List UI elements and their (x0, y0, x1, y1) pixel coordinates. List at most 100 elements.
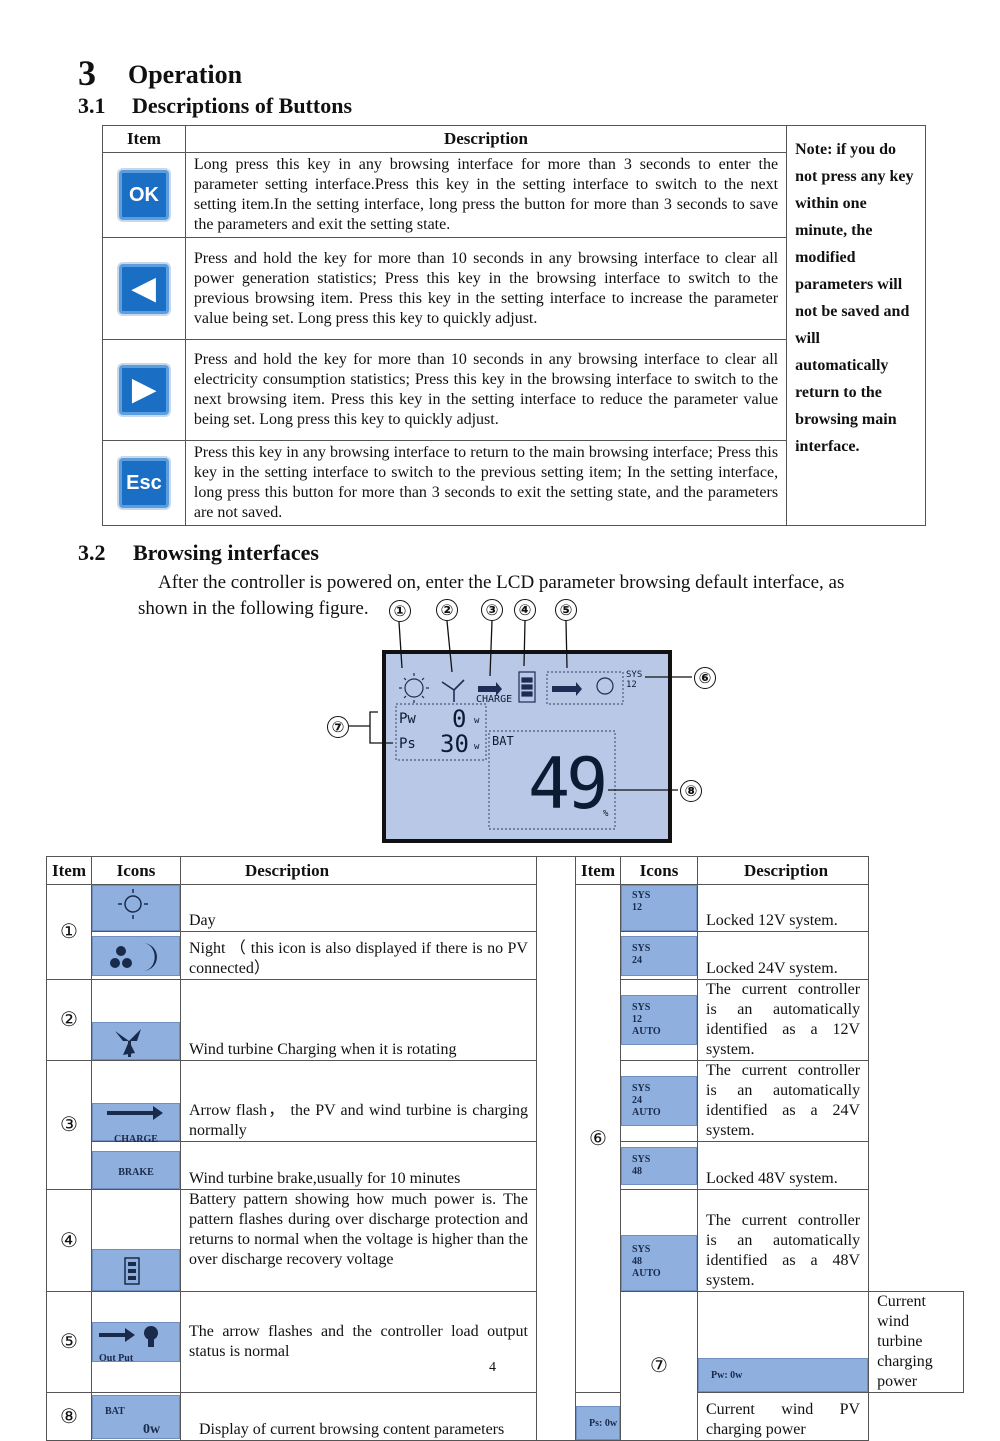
lcd-ps-value: 30 (440, 730, 469, 758)
sys-48-auto-desc: The current controller is an automatical… (696, 1189, 870, 1292)
left-key-cell: ◀ (102, 237, 186, 340)
lcd-ps-unit: w (474, 742, 480, 752)
lcd-sys-label: SYS (626, 670, 643, 680)
r-header-item: Item (575, 856, 621, 885)
sys-24-desc: Locked 24V system. (696, 931, 870, 980)
wind-turbine-icon (92, 1022, 180, 1060)
lcd-ps-label: Ps (399, 736, 416, 752)
item-3: ③ (46, 1060, 92, 1190)
subsection-number-2: 3.2 (78, 540, 106, 565)
item-6: ⑥ (575, 884, 621, 1393)
marker-6: ⑥ (694, 667, 716, 689)
ps-desc: Current wind PV charging power (696, 1392, 870, 1441)
lcd-display: CHARGE SYS 12 Pw Ps 0 30 w w BAT 49 % (382, 650, 672, 843)
r-header-icons: Icons (620, 856, 698, 885)
intro-line-1: After the controller is powered on, ente… (158, 572, 845, 593)
lcd-bat-value: 49 (528, 743, 608, 825)
lcd-pw-value: 0 (452, 705, 467, 733)
wind-turbine-desc: Wind turbine Charging when it is rotatin… (180, 979, 537, 1061)
marker-3: ③ (481, 599, 503, 621)
item-8: ⑧ (46, 1392, 92, 1441)
esc-key-desc: Press this key in any browsing interface… (184, 440, 788, 526)
ok-key-icon: OK (118, 170, 169, 220)
right-key-desc: Press and hold the key for more than 10 … (184, 339, 788, 441)
r-header-description: Description (696, 856, 870, 885)
intro-line-2: shown in the following figure. (138, 598, 369, 619)
esc-key-icon: Esc (118, 458, 169, 508)
lcd-sun-icon (404, 678, 424, 698)
right-key-cell: ▶ (102, 339, 186, 441)
right-arrow-key-icon: ▶ (118, 365, 169, 415)
night-desc: Night （ this icon is also displayed if t… (180, 931, 537, 980)
lcd-pw-unit: w (474, 716, 480, 726)
subsection-number: 3.1 (78, 93, 106, 118)
marker-1: ① (389, 600, 411, 622)
marker-4: ④ (514, 599, 536, 621)
l-header-item: Item (46, 856, 92, 885)
pw-desc: Current wind turbine charging power (868, 1291, 964, 1393)
sys-48-desc: Locked 48V system. (696, 1141, 870, 1190)
callout-lines (349, 620, 692, 791)
left-key-desc: Press and hold the key for more than 10 … (184, 237, 788, 340)
subsection-title: Descriptions of Buttons (132, 93, 353, 118)
icons-table: Item Icons Description Item Icons Descri… (46, 856, 964, 1441)
marker-8: ⑧ (680, 780, 702, 802)
item-7: ⑦ (620, 1291, 698, 1441)
marker-5: ⑤ (555, 599, 577, 621)
day-desc: Day (180, 884, 537, 932)
left-arrow-key-icon: ◀ (118, 263, 169, 314)
esc-key-cell: Esc (102, 440, 186, 526)
table-gap (536, 856, 576, 1441)
ps-icon: Ps: 0w (576, 1406, 620, 1440)
lcd-battery-icon (518, 671, 536, 703)
battery-desc: Battery pattern showing how much power i… (180, 1189, 537, 1292)
l-header-description: Description (180, 856, 537, 885)
charge-arrow-desc: Arrow flash， the PV and wind turbine is … (180, 1060, 537, 1142)
battery-icon (92, 1249, 180, 1291)
pw-icon: Pw: 0w (698, 1358, 869, 1392)
day-sun-icon (92, 885, 180, 931)
bat-display-desc: Display of current browsing content para… (180, 1392, 537, 1441)
lcd-bulb-icon (596, 677, 614, 695)
lcd-pw-label: Pw (399, 711, 416, 727)
buttons-table: Item Description Note: if you do not pre… (102, 125, 926, 526)
lcd-sys-volt: 12 (626, 680, 637, 690)
brake-desc: Wind turbine brake,usually for 10 minute… (180, 1141, 537, 1190)
item-4: ④ (46, 1189, 92, 1292)
section-number: 3 (78, 53, 96, 93)
lcd-bat-label: BAT (492, 734, 514, 748)
ok-key-cell: OK (102, 152, 186, 238)
brake-icon: BRAKE (92, 1151, 180, 1189)
marker-7: ⑦ (327, 716, 349, 738)
sys-12-desc: Locked 12V system. (696, 884, 870, 932)
l-header-icons: Icons (91, 856, 181, 885)
marker-2: ② (436, 599, 458, 621)
subsection-title-2: Browsing interfaces (133, 540, 319, 565)
night-moon-icon (92, 935, 180, 976)
lcd-wind-turbine-icon (441, 679, 465, 702)
item-1: ① (46, 884, 92, 980)
output-load-desc: The arrow flashes and the controller loa… (180, 1291, 537, 1393)
lcd-charge-arrow-icon (478, 682, 502, 696)
output-load-icon: Out Put (92, 1322, 180, 1364)
note-cell: Note: if you do not press any key within… (786, 125, 926, 526)
ok-key-desc: Long press this key in any browsing inte… (184, 152, 788, 238)
sys-12-auto-desc: The current controller is an automatical… (696, 979, 870, 1061)
sys-24-auto-desc: The current controller is an automatical… (696, 1060, 870, 1142)
lcd-output-arrow-icon (552, 682, 582, 696)
item-5: ⑤ (46, 1291, 92, 1393)
lcd-icons-svg (395, 671, 624, 830)
charge-arrow-icon: CHARGE (92, 1103, 180, 1145)
lcd-percent: % (603, 809, 609, 819)
lcd-charge-label: CHARGE (476, 694, 513, 705)
item-2: ② (46, 979, 92, 1061)
page-number: 4 (489, 1360, 496, 1375)
section-title: Operation (128, 60, 243, 89)
